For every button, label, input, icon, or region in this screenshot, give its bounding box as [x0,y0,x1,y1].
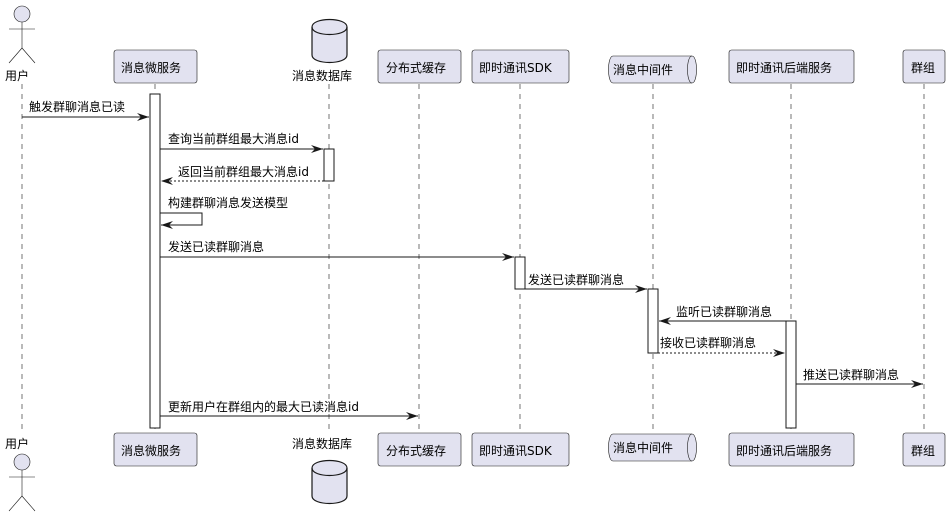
activation-sdk [514,256,526,290]
arrowhead-icon [635,285,647,293]
participant-msgsvc-top[interactable]: 消息微服务 [113,49,198,84]
participant-group-top[interactable]: 群组 [902,49,946,84]
participant-group-bottom[interactable]: 群组 [902,432,946,467]
message-label: 查询当前群组最大消息id [168,131,299,146]
actor-icon [8,5,36,64]
arrowhead-icon [502,253,514,261]
participant-label: 即时通讯后端服务 [736,443,832,458]
activation-imsvc [785,320,797,429]
database-icon [311,18,348,64]
participant-sdk-bottom[interactable]: 即时通讯SDK [471,432,570,467]
queue-mq-top[interactable]: 消息中间件 [608,55,697,84]
participant-label: 群组 [911,61,935,75]
message[interactable]: 更新用户在群组内的最大已读消息id [160,399,418,420]
participants-top: 用户 消息微服务 消息数据库 分布式缓存 即时通讯SDK 消息中间件 [5,5,946,84]
participant-cache-top[interactable]: 分布式缓存 [377,49,462,84]
participant-label: 分布式缓存 [386,444,446,458]
participant-label: 即时通讯后端服务 [736,60,832,75]
message-label: 接收已读群聊消息 [660,335,756,350]
arrowhead-icon [161,221,173,229]
queue-mq-bottom[interactable]: 消息中间件 [608,433,697,462]
participant-label: 消息微服务 [121,60,181,75]
message[interactable]: 构建群聊消息发送模型 [160,195,288,229]
message-label: 构建群聊消息发送模型 [168,195,288,210]
actor-user-top[interactable]: 用户 [5,5,36,83]
message-label: 推送已读群聊消息 [803,367,899,382]
arrowhead-icon [406,412,418,420]
database-db-bottom[interactable]: 消息数据库 [292,436,352,505]
participant-label: 消息中间件 [613,62,673,77]
message[interactable]: 推送已读群聊消息 [796,367,923,388]
arrowhead-icon [311,145,323,153]
message[interactable]: 触发群聊消息已读 [22,99,149,121]
queue-icon [608,55,697,84]
actor-user-bottom[interactable]: 用户 [5,436,36,512]
activations [149,93,797,429]
activation-msgsvc [149,93,161,429]
message[interactable]: 发送已读群聊消息 [160,239,514,261]
arrowhead-icon [161,177,173,185]
message-label: 发送已读群聊消息 [168,239,264,254]
participant-label: 即时通讯SDK [479,444,553,458]
participant-cache-bottom[interactable]: 分布式缓存 [377,432,462,467]
participant-label: 用户 [5,436,29,451]
message-label: 返回当前群组最大消息id [178,164,309,179]
participant-label: 用户 [5,68,29,83]
arrowhead-icon [659,317,671,325]
message-label: 更新用户在群组内的最大已读消息id [168,399,359,414]
message[interactable]: 返回当前群组最大消息id [161,164,324,185]
message[interactable]: 查询当前群组最大消息id [160,131,323,153]
participant-imsvc-top[interactable]: 即时通讯后端服务 [728,49,855,84]
message[interactable]: 发送已读群聊消息 [525,272,647,293]
participants-bottom: 用户 消息微服务 消息数据库 分布式缓存 即时通 [5,432,946,512]
activation-db [323,148,335,182]
messages: 触发群聊消息已读 查询当前群组最大消息id 返回当前群组最大消息id 构建群聊消… [22,99,923,420]
participant-label: 消息微服务 [121,443,181,458]
message[interactable]: 接收已读群聊消息 [658,335,785,357]
message-label: 监听已读群聊消息 [676,304,772,319]
participant-sdk-top[interactable]: 即时通讯SDK [471,49,570,84]
participant-imsvc-bottom[interactable]: 即时通讯后端服务 [728,432,855,467]
message[interactable]: 监听已读群聊消息 [659,304,786,325]
participant-label: 分布式缓存 [386,61,446,75]
actor-icon [8,453,36,512]
arrowhead-icon [137,113,149,121]
arrowhead-icon [911,380,923,388]
activation-mq [647,288,659,354]
participant-label: 消息数据库 [292,68,352,83]
database-db-top[interactable]: 消息数据库 [292,18,352,84]
message-label: 触发群聊消息已读 [29,99,125,114]
arrowhead-icon [773,349,785,357]
message-label: 发送已读群聊消息 [528,272,624,287]
participant-label: 消息中间件 [613,440,673,455]
participant-msgsvc-bottom[interactable]: 消息微服务 [113,432,198,467]
database-icon [311,459,348,505]
participant-label: 消息数据库 [292,436,352,451]
participant-label: 群组 [911,444,935,458]
queue-icon [608,433,697,462]
participant-label: 即时通讯SDK [479,61,553,75]
